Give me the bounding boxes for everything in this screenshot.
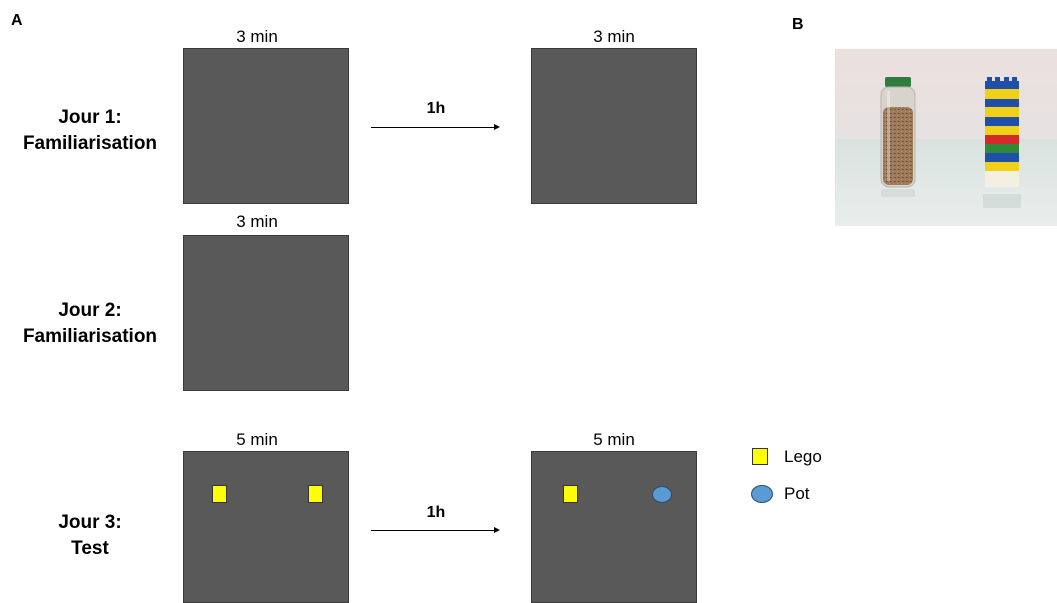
day1-session2-duration: 3 min [593,27,635,46]
objects-photo-image [835,49,1057,226]
day1-delay-label: 1h [426,100,446,117]
day1-label-line2: Familiarisation [22,133,158,154]
lego-object-familiar [563,485,578,503]
jar-lid-icon [885,77,911,87]
day3-session2-duration: 5 min [593,430,635,449]
jar-sand [883,107,913,185]
lego-tower-icon [985,77,1019,187]
day3-delay-label: 1h [426,504,446,521]
day3-label: Jour 3: Test [0,510,180,562]
day3-label-line1: Jour 3: [58,512,122,533]
day1-label-line1: Jour 1: [58,107,122,128]
objects-photo [835,49,1057,226]
day1-session1-duration: 3 min [236,27,278,46]
legend-lego-label: Lego [784,447,822,466]
legend-lego-swatch [752,448,768,465]
day1-session1-arena [183,48,349,204]
day1-session2-arena [531,48,697,204]
day2-label-line2: Familiarisation [22,326,158,347]
day1-label: Jour 1: Familiarisation [0,105,180,157]
lego-object-left [212,485,227,503]
day3-session1-arena [183,451,349,603]
day2-session1-arena [183,235,349,391]
day2-label-line1: Jour 2: [58,300,122,321]
legend-pot-swatch [751,485,773,503]
pot-object-novel [652,486,672,503]
day3-session1-duration: 5 min [236,430,278,449]
day2-session1-duration: 3 min [236,212,278,231]
day3-delay-arrow [371,527,500,533]
panel-label-b: B [792,16,804,33]
legend-pot-label: Pot [784,484,810,503]
day3-session2-arena [531,451,697,603]
day2-label: Jour 2: Familiarisation [0,298,180,350]
day1-delay-arrow [371,124,500,130]
lego-object-right [308,485,323,503]
panel-label-a: A [11,12,23,29]
day3-label-line2: Test [71,538,109,559]
